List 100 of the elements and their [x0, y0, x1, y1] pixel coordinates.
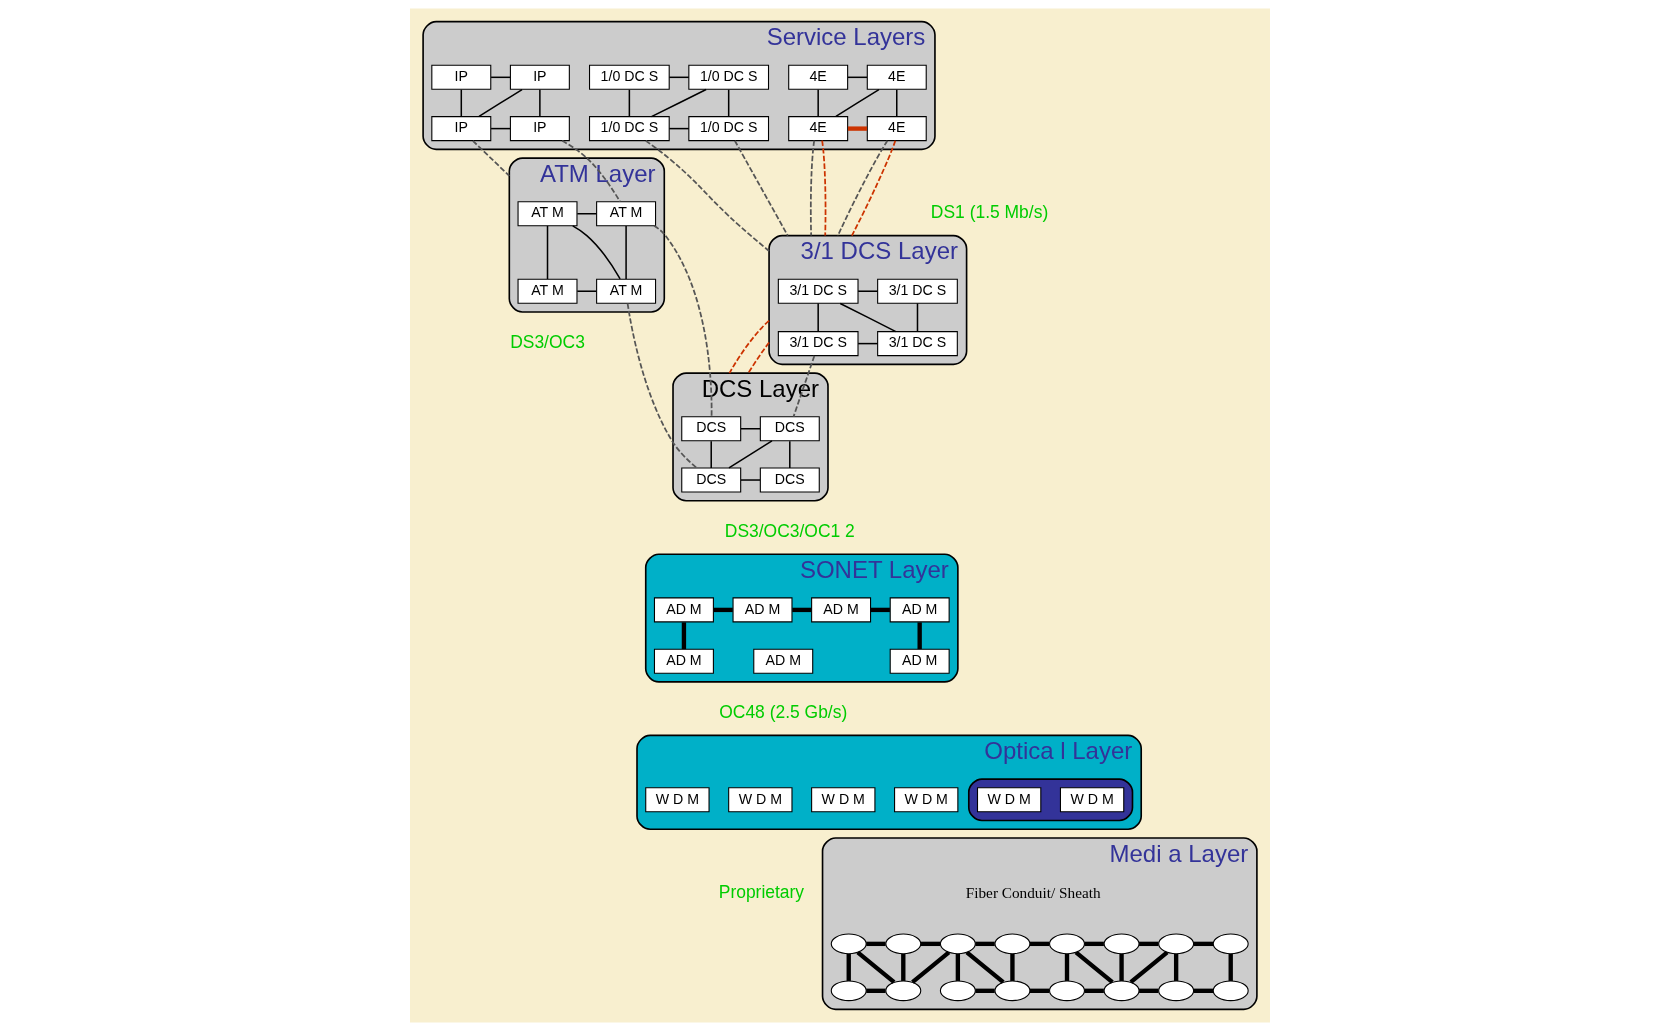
connector: [965, 950, 1005, 984]
connector: [1193, 941, 1214, 947]
node-circle: [994, 933, 1031, 955]
node-box: AD M: [732, 597, 793, 623]
node-box: IP: [431, 116, 492, 142]
node-box: W D M: [976, 787, 1042, 813]
connector: [650, 88, 707, 118]
connector: [1139, 941, 1159, 947]
connector: [713, 607, 733, 613]
node-box: 4E: [788, 64, 849, 90]
connector: [668, 127, 690, 130]
node-box: AD M: [653, 597, 714, 623]
node-circle: [830, 933, 867, 955]
connector: [490, 76, 511, 79]
node-box: 3/1 DC S: [877, 278, 958, 304]
connector: [1173, 954, 1179, 981]
node-box: IP: [509, 116, 570, 142]
node-box: IP: [431, 64, 492, 90]
connector: [866, 988, 886, 993]
node-box: W D M: [728, 787, 793, 813]
connector: [1010, 954, 1015, 981]
connector: [576, 212, 598, 215]
connector: [920, 941, 941, 947]
node-circle: [1212, 980, 1249, 1002]
node-box: 4E: [866, 64, 927, 90]
connector: [792, 607, 812, 613]
label: Fiber Conduit/ Sheath: [965, 883, 1101, 901]
connector: [472, 140, 511, 177]
connector: [835, 88, 880, 118]
node-box: 1/0 DC S: [589, 116, 670, 142]
connector: [975, 988, 995, 993]
connector: [1084, 941, 1104, 947]
node-box: W D M: [645, 787, 710, 813]
label: DS3/OC3/OC1 2: [724, 520, 855, 541]
node-box: AD M: [753, 648, 814, 674]
connector: [975, 941, 995, 947]
connector: [856, 950, 896, 984]
connector: [1029, 988, 1050, 993]
node-circle: [1049, 933, 1085, 955]
connector: [857, 290, 879, 292]
connector: [817, 89, 819, 118]
connector: [668, 76, 690, 79]
connector: [490, 127, 511, 130]
connector: [866, 941, 886, 947]
connector: [539, 89, 541, 118]
label: DS3/OC3: [510, 331, 585, 352]
node-box: AD M: [653, 648, 714, 674]
connector: [792, 355, 816, 418]
connector: [955, 954, 961, 981]
node-box: 1/0 DC S: [688, 64, 770, 90]
connector: [571, 225, 621, 280]
node-box: 3/1 DC S: [777, 278, 859, 304]
node-box: 1/0 DC S: [589, 64, 670, 90]
node-box: 1/0 DC S: [688, 116, 770, 142]
connector: [644, 139, 770, 252]
connector: [846, 954, 851, 981]
node-box: AT M: [517, 278, 578, 304]
node-box: 3/1 DC S: [877, 331, 958, 357]
node-circle: [885, 933, 922, 955]
connector: [625, 225, 627, 280]
connector: [1228, 954, 1233, 981]
node-box: AT M: [517, 201, 578, 227]
connector: [460, 89, 463, 118]
connector: [1139, 988, 1159, 993]
node-circle: [1049, 980, 1085, 1002]
node-circle: [1103, 933, 1140, 955]
connector: [561, 139, 621, 203]
connector: [626, 302, 698, 469]
connector: [911, 950, 951, 984]
node-circle: [939, 933, 976, 955]
connector: [1029, 941, 1050, 947]
connector: [681, 622, 687, 650]
connector: [847, 126, 867, 131]
connector: [728, 440, 773, 469]
connector: [733, 139, 789, 237]
connector: [896, 89, 898, 118]
node-box: 3/1 DC S: [777, 331, 859, 357]
connector: [1064, 954, 1070, 981]
connector: [747, 341, 770, 374]
label: DS1 (1.5 Mb/s): [930, 201, 1049, 222]
node-box: AD M: [889, 648, 950, 674]
node-circle: [830, 980, 867, 1002]
connector: [628, 89, 631, 118]
connector: [546, 225, 549, 280]
cluster: [967, 778, 1134, 822]
connector: [728, 319, 770, 374]
connector: [576, 290, 598, 292]
node-box: W D M: [811, 787, 876, 813]
connector: [851, 139, 897, 237]
node-box: DCS: [681, 416, 742, 442]
node-box: AD M: [889, 597, 950, 623]
connector: [1193, 988, 1214, 993]
connector: [1129, 950, 1169, 984]
connector: [916, 302, 919, 333]
node-circle: [1158, 980, 1195, 1002]
connector: [789, 440, 791, 469]
connector: [857, 342, 879, 345]
node-circle: [1212, 933, 1249, 955]
connector: [740, 479, 761, 481]
connector: [1074, 950, 1114, 984]
